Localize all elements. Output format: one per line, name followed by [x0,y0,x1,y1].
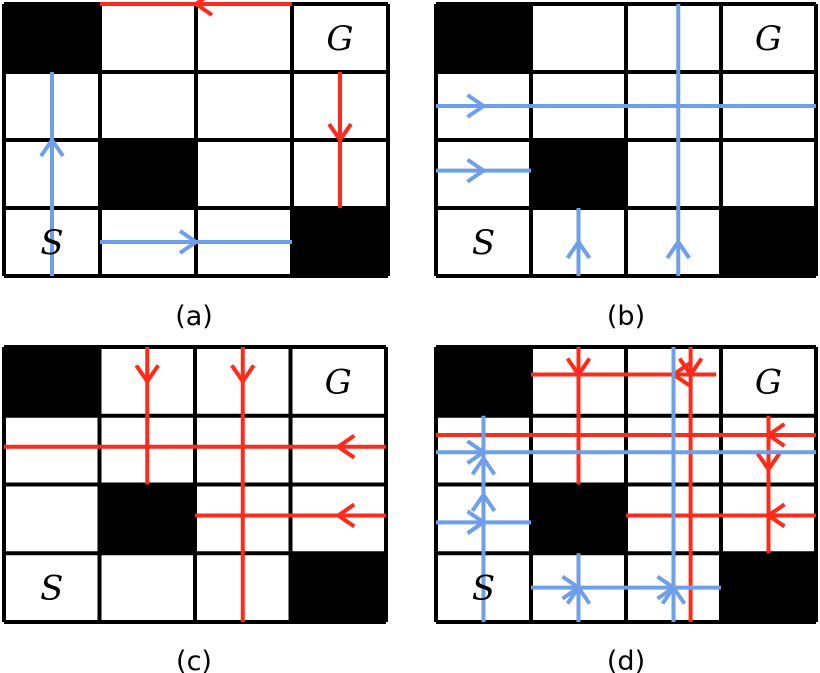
red-arrow-head [677,357,704,379]
goal-label: G [755,19,782,59]
wall-cell [531,140,626,208]
goal-label: G [325,362,352,402]
wall-cell [531,484,626,554]
wall-cell [100,140,196,208]
blue-arrow-head [660,584,687,605]
wall-cell [292,208,388,276]
red-arrow-head [192,0,214,17]
panel-c: G S (c) [2,345,388,673]
wall-cell [721,208,816,276]
goal-label: G [755,362,782,402]
blue-arrow-head [665,238,691,260]
start-label: S [472,569,495,609]
wall-cell [4,4,100,72]
red-arrow-head [334,502,356,529]
blue-arrow-head [466,93,488,119]
start-label: S [40,569,63,609]
caption-b: (b) [607,301,645,332]
red-arrow-head [230,364,256,385]
blue-arrow-head [470,454,497,476]
wall-cell [436,4,531,72]
caption-c: (c) [176,646,212,673]
caption-a: (a) [175,301,213,332]
wall-cell [721,553,816,622]
wall-cell [4,347,100,416]
wall-cell [436,347,531,416]
red-arrow-head [565,357,592,379]
blue-arrow-head [466,509,488,535]
goal-label: G [326,19,353,59]
panel-b: G S (b) [434,2,818,332]
red-arrow-head [334,434,356,460]
blue-arrow-head [39,136,65,158]
red-arrow-head [134,364,160,385]
blue-arrow-head [178,229,200,255]
panel-d: G S (d) [434,345,818,673]
blue-arrow-head [470,491,497,512]
blue-arrow-head [565,238,592,260]
wall-cell [99,484,195,554]
red-arrow-head [755,452,782,473]
caption-d: (d) [607,646,645,673]
panel-a: G S (a) [2,0,390,332]
wall-cell [290,553,386,622]
start-label: S [40,223,63,263]
blue-arrow-head [466,439,488,465]
red-arrow-head [764,502,786,529]
start-label: S [472,223,495,263]
blue-arrow-head [565,584,592,605]
blue-arrow-head [466,157,488,184]
red-arrow-head [327,122,353,144]
